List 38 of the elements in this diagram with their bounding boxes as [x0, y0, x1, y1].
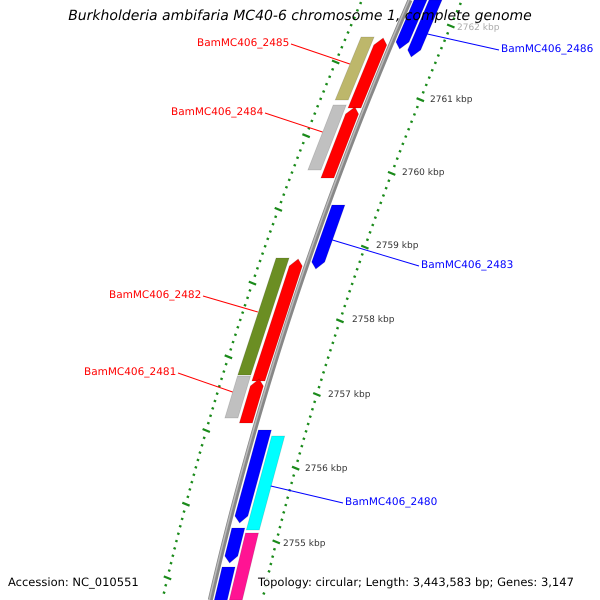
- tick-label: 2757 kbp: [328, 389, 370, 401]
- leader-line: [270, 486, 344, 504]
- gene-label: BamMC406_2481: [84, 366, 176, 378]
- gene-bar: [307, 104, 347, 170]
- footer-text: Accession: NC_010551: [8, 575, 139, 589]
- tick-label: 2762 kbp: [457, 23, 500, 34]
- gene-label: BamMC406_2483: [421, 259, 514, 271]
- gene-feature: [214, 566, 236, 600]
- gene-feature: [234, 430, 272, 524]
- gene-label: BamMC406_2480: [345, 496, 438, 508]
- tick-label: 2760 kbp: [402, 167, 444, 179]
- leader-line: [264, 112, 323, 132]
- gene-label: BamMC406_2482: [109, 289, 202, 301]
- gene-bar: [228, 532, 259, 600]
- leader-line: [178, 372, 234, 392]
- gene-feature: [347, 37, 388, 108]
- tick-label: 2755 kbp: [283, 538, 326, 550]
- gene-feature: [251, 258, 303, 382]
- gene-label: BamMC406_2484: [171, 106, 264, 118]
- leader-line: [332, 240, 420, 266]
- gene-feature: [311, 204, 346, 270]
- gene-bar: [246, 436, 286, 530]
- tick-label: 2759 kbp: [376, 240, 418, 252]
- gene-feature: [320, 106, 360, 178]
- tick-label: 2761 kbp: [430, 94, 472, 106]
- leader-line: [202, 296, 258, 312]
- gene-bar: [237, 258, 290, 376]
- gene-label: BamMC406_2485: [197, 37, 290, 49]
- tick-label: 2758 kbp: [352, 314, 394, 326]
- footer-text: Topology: circular; Length: 3,443,583 bp; Genes: 3,147: [258, 575, 574, 589]
- gene-bar: [224, 376, 252, 418]
- gene-feature: [224, 528, 246, 564]
- leader-line: [426, 34, 500, 50]
- gene-feature: [238, 378, 264, 424]
- gene-label: BamMC406_2486: [501, 43, 594, 55]
- gene-bar: [334, 36, 375, 100]
- tick-label: 2756 kbp: [305, 463, 348, 475]
- leader-line: [290, 44, 350, 64]
